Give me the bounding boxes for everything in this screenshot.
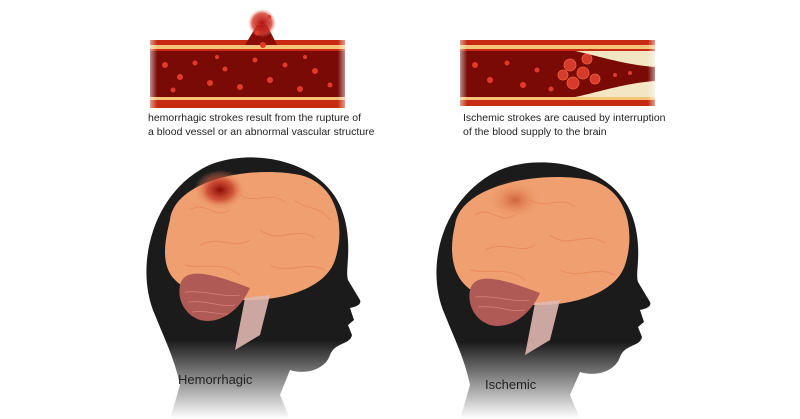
ruptured-vessel-illustration <box>145 5 350 108</box>
ischemic-panel: Ischemic strokes are caused by interrupt… <box>400 0 800 419</box>
caption-line-1: hemorrhagic strokes result from the rupt… <box>148 112 362 124</box>
caption-line-2: of the blood supply to the brain <box>463 126 607 138</box>
caption-line-1: Ischemic strokes are caused by interrupt… <box>463 112 666 124</box>
ischemic-caption: Ischemic strokes are caused by interrupt… <box>463 111 666 139</box>
hemorrhagic-caption: hemorrhagic strokes result from the rupt… <box>148 111 374 139</box>
caption-line-2: a blood vessel or an abnormal vascular s… <box>148 126 375 138</box>
hemorrhagic-panel: hemorrhagic strokes result from the rupt… <box>130 5 380 419</box>
ischemic-label: Ischemic <box>485 377 537 392</box>
head-with-brain-illustration <box>130 150 380 419</box>
head-with-brain-illustration <box>430 150 680 419</box>
hemorrhagic-label: Hemorrhagic <box>178 372 253 387</box>
blocked-vessel-illustration <box>455 35 660 108</box>
